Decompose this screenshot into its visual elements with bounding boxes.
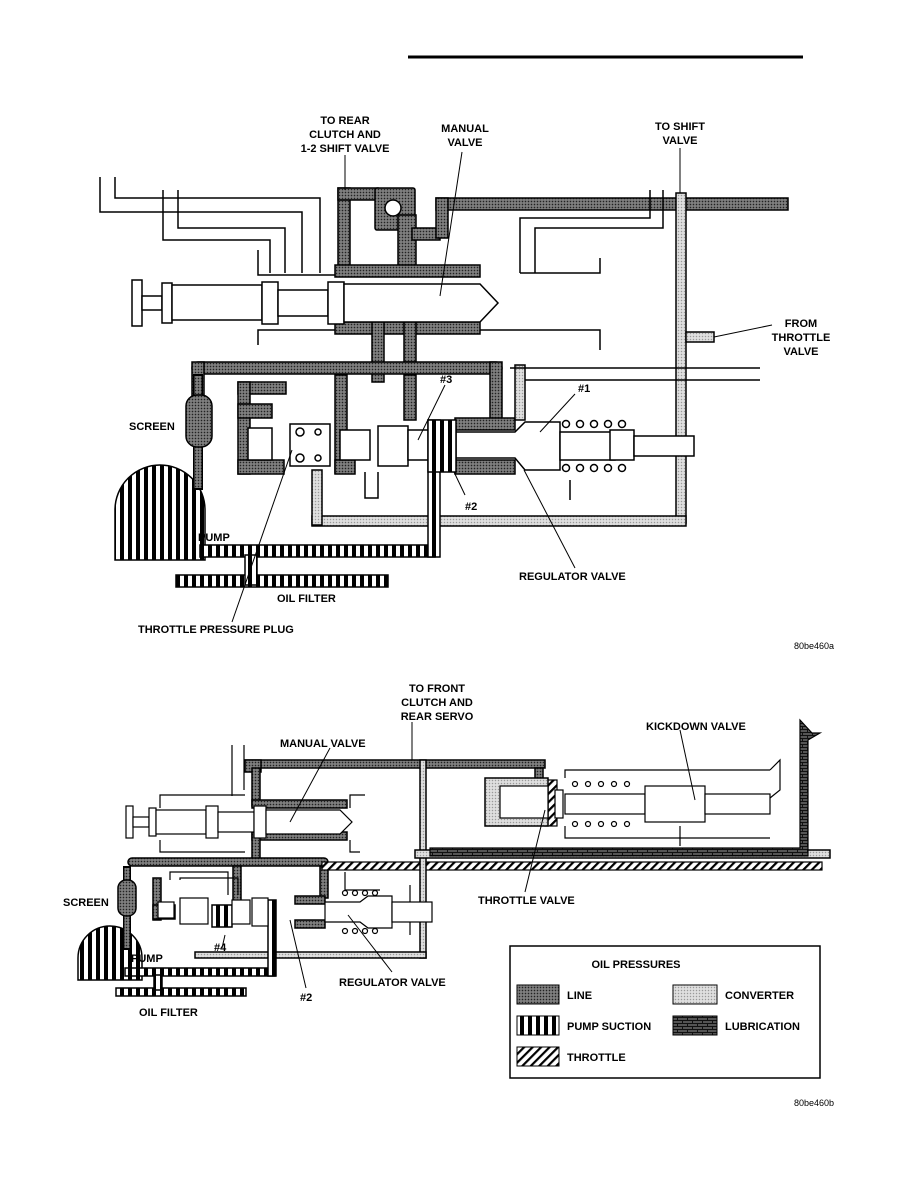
legend-swatch-lubrication: [672, 1015, 718, 1036]
legend-swatch-throttle: [516, 1046, 560, 1067]
label-to-front-l2: CLUTCH AND: [401, 697, 473, 709]
label-n3: #3: [440, 374, 452, 386]
oil-pressures-legend: OIL PRESSURES LINE CONVERTER PUMP SUCTIO…: [509, 945, 821, 1079]
label-throttle-valve: THROTTLE VALVE: [478, 895, 575, 907]
bottom-kickdown-valve: [499, 780, 771, 828]
label-to-rear-l2: CLUTCH AND: [309, 129, 381, 141]
label-throttle-pressure-plug: THROTTLE PRESSURE PLUG: [138, 624, 294, 636]
label-oil-filter: OIL FILTER: [277, 593, 336, 605]
top-converter-passages: [311, 192, 715, 527]
label-n2: #2: [465, 501, 477, 513]
label-to-rear-l1: TO REAR: [320, 115, 369, 127]
label-regulator-valve: REGULATOR VALVE: [339, 977, 446, 989]
label-to-rear-l3: 1-2 SHIFT VALVE: [301, 143, 390, 155]
legend-label-line: LINE: [567, 990, 592, 1002]
legend-label-lubrication: LUBRICATION: [725, 1021, 800, 1033]
top-screen: [185, 374, 213, 490]
label-from-throttle-l1: FROM: [785, 318, 817, 330]
label-from-throttle-l2: THROTTLE: [772, 332, 831, 344]
label-regulator-valve: REGULATOR VALVE: [519, 571, 626, 583]
top-regulator-valve: [247, 419, 695, 473]
legend-title: OIL PRESSURES: [591, 959, 680, 971]
legend-label-pump-suction: PUMP SUCTION: [567, 1021, 651, 1033]
label-to-shift-l1: TO SHIFT: [655, 121, 705, 133]
legend-label-converter: CONVERTER: [725, 990, 794, 1002]
top-labels: TO REAR CLUTCH AND 1-2 SHIFT VALVE MANUA…: [129, 115, 834, 651]
top-valve-outlines: [99, 177, 760, 500]
label-oil-filter: OIL FILTER: [139, 1007, 198, 1019]
bottom-pump-suction: [77, 899, 277, 997]
top-pump-suction: [114, 419, 441, 588]
top-figure-code: 80be460a: [794, 641, 834, 651]
label-to-front-l3: REAR SERVO: [401, 711, 474, 723]
bottom-diagram: TO FRONT CLUTCH AND REAR SERVO MANUAL VA…: [63, 683, 834, 1108]
bottom-screen: [117, 866, 137, 950]
legend-frame: [509, 945, 821, 1079]
legend-label-throttle: THROTTLE: [567, 1052, 626, 1064]
legend-swatch-pump-suction: [516, 1015, 560, 1036]
label-screen: SCREEN: [63, 897, 109, 909]
bottom-lubrication-passages: [429, 718, 823, 857]
bottom-regulator-valve: [157, 889, 433, 935]
legend-swatch-line: [516, 984, 560, 1005]
label-manual-valve: MANUAL VALVE: [280, 738, 366, 750]
bottom-figure-code: 80be460b: [794, 1098, 834, 1108]
top-manual-valve-spool: [131, 279, 500, 327]
label-pump: PUMP: [198, 532, 230, 544]
label-n1: #1: [578, 383, 590, 395]
top-line-pressure-passages: [191, 187, 789, 475]
label-from-throttle-l3: VALVE: [783, 346, 818, 358]
top-suction-block: [427, 419, 457, 473]
top-leader-lines: [231, 148, 773, 623]
bottom-leader-lines: [221, 722, 696, 989]
label-manual-l1: MANUAL: [441, 123, 489, 135]
label-n2: #2: [300, 992, 312, 1004]
bottom-manual-valve-spool: [125, 805, 353, 839]
label-n4: #4: [214, 942, 227, 954]
legend-swatch-converter: [672, 984, 718, 1005]
label-kickdown-valve: KICKDOWN VALVE: [646, 721, 746, 733]
top-diagram: TO REAR CLUTCH AND 1-2 SHIFT VALVE MANUA…: [99, 115, 834, 651]
label-to-front-l1: TO FRONT: [409, 683, 465, 695]
label-to-shift-l2: VALVE: [662, 135, 697, 147]
bottom-valve-outlines: [159, 745, 781, 935]
label-manual-l2: VALVE: [447, 137, 482, 149]
label-pump: PUMP: [131, 953, 163, 965]
label-screen: SCREEN: [129, 421, 175, 433]
bottom-labels: TO FRONT CLUTCH AND REAR SERVO MANUAL VA…: [63, 683, 834, 1108]
